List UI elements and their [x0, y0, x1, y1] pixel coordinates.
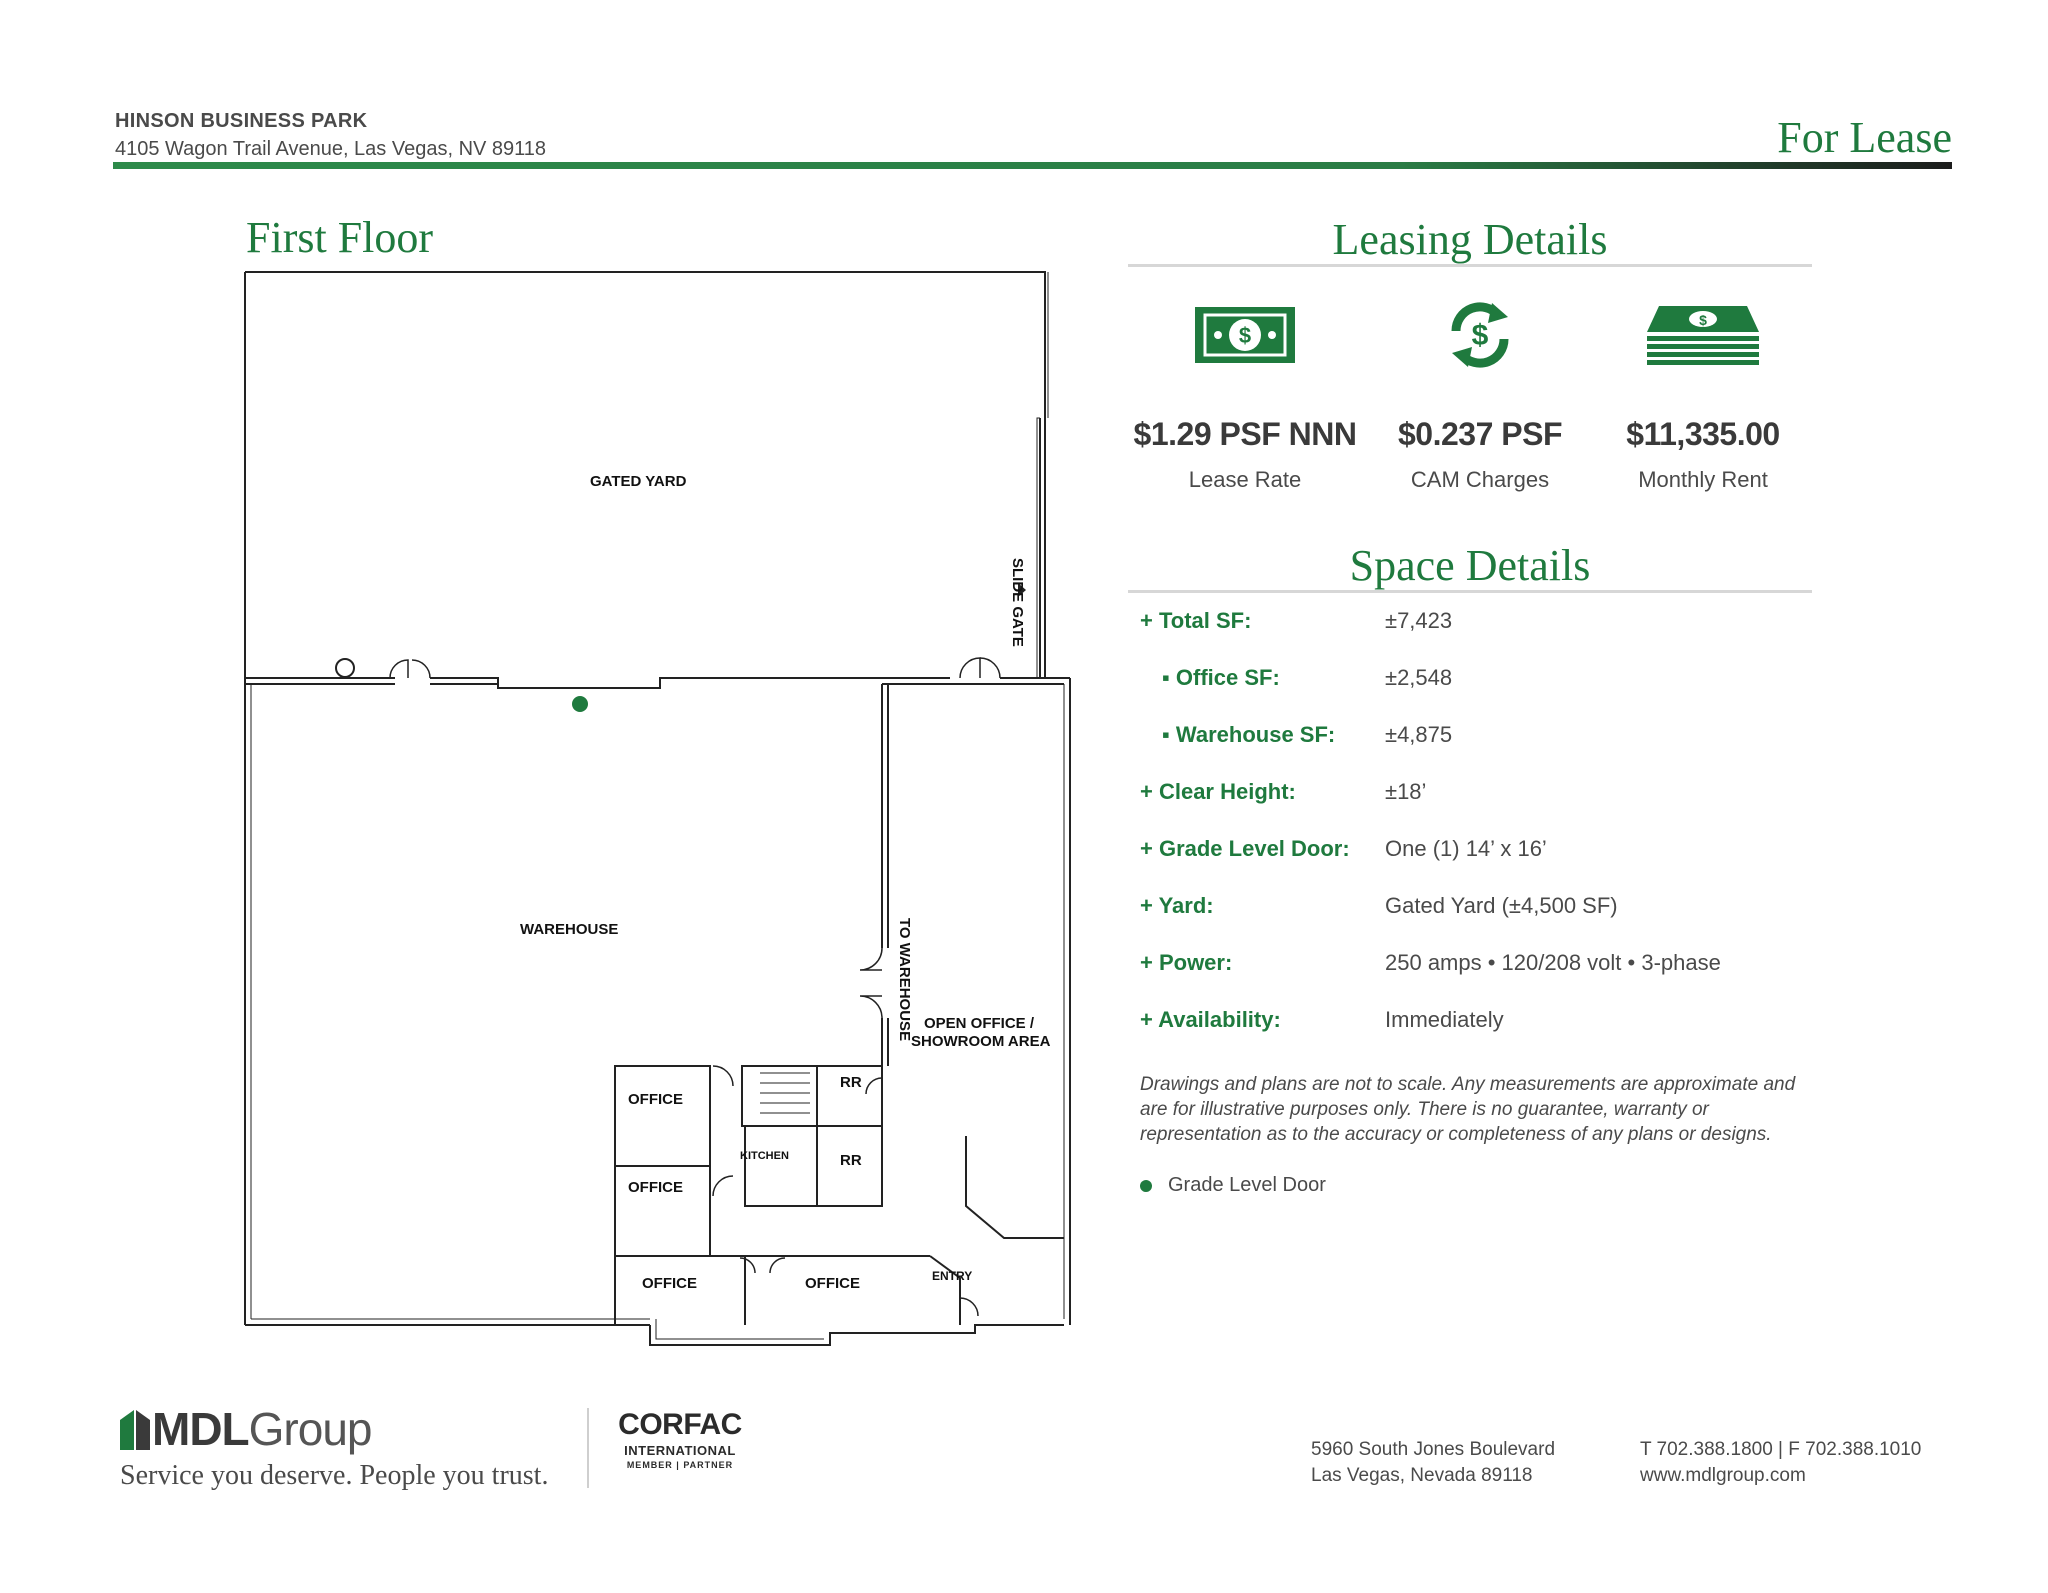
spec-label: + Clear Height: [1140, 779, 1296, 804]
space-details-rule [1128, 590, 1812, 593]
lease-rate-label: Lease Rate [1188, 467, 1302, 492]
office-label-1: OFFICE [628, 1091, 683, 1108]
for-lease-tag: For Lease [1777, 113, 1952, 162]
leasing-details-rule [1128, 264, 1812, 267]
property-name: HINSON BUSINESS PARK [115, 110, 368, 132]
legend-label: Grade Level Door [1168, 1174, 1326, 1196]
spec-value: ±4,875 [1385, 722, 1453, 747]
money-stack-icon: $ [1647, 306, 1759, 365]
footer-divider [587, 1408, 589, 1488]
cam-charges-block: $ $0.237 PSF CAM Charges [1360, 290, 1600, 493]
gated-yard-label: GATED YARD [590, 473, 687, 490]
monthly-rent-value: $11,335.00 [1626, 416, 1780, 452]
grade-level-door-marker [572, 696, 588, 712]
space-details-title: Space Details [1349, 541, 1591, 590]
floor-plan-title: First Floor [246, 213, 434, 262]
spec-value: One (1) 14’ x 16’ [1385, 836, 1547, 861]
website-link[interactable]: www.mdlgroup.com [1640, 1465, 1806, 1486]
office-contact: T 702.388.1800 | F 702.388.1010 www.mdlg… [1640, 1437, 1921, 1489]
leasing-details-title: Leasing Details [1332, 215, 1608, 264]
office-address: 5960 South Jones Boulevard Las Vegas, Ne… [1311, 1437, 1555, 1489]
corfac-logo: CORFAC INTERNATIONAL MEMBER | PARTNER [618, 1408, 742, 1471]
open-office-label-1: OPEN OFFICE / [924, 1015, 1035, 1032]
corfac-member: MEMBER | PARTNER [626, 1460, 734, 1470]
address-line-1: 5960 South Jones Boulevard [1311, 1439, 1556, 1460]
corfac-name: CORFAC [618, 1408, 742, 1441]
to-warehouse-label: TO WAREHOUSE [896, 918, 913, 1041]
monthly-rent-block: $ $11,335.00 Monthly Rent [1583, 290, 1823, 493]
lease-rate-block: $ $1.29 PSF NNN Lease Rate [1125, 290, 1365, 493]
svg-text:$: $ [1699, 312, 1707, 328]
dollar-bill-icon: $ [1195, 307, 1295, 363]
entry-label: ENTRY [932, 1269, 972, 1283]
open-office-label-2: SHOWROOM AREA [911, 1033, 1051, 1050]
property-address: 4105 Wagon Trail Avenue, Las Vegas, NV 8… [115, 138, 547, 160]
spec-label: + Total SF: [1140, 608, 1252, 633]
spec-value: Immediately [1385, 1007, 1504, 1032]
rr-label-1: RR [840, 1074, 862, 1091]
spec-value: Gated Yard (±4,500 SF) [1385, 893, 1618, 918]
brand-light: Group [248, 1403, 373, 1455]
tagline: Service you deserve. People you trust. [120, 1460, 549, 1491]
mdl-group-logo: MDLGroup [118, 1406, 372, 1452]
office-label-3: OFFICE [642, 1275, 697, 1292]
spec-label: + Availability: [1140, 1007, 1281, 1032]
cam-charges-value: $0.237 PSF [1398, 416, 1563, 452]
office-label-2: OFFICE [628, 1179, 683, 1196]
office-label-4: OFFICE [805, 1275, 860, 1292]
floor-plan-drawing: GATED YARD SLIDE GATE WAREHOUSE TO WAREH… [244, 271, 1071, 1346]
svg-text:$: $ [1239, 323, 1251, 348]
rr-label-2: RR [840, 1152, 862, 1169]
dollar-cycle-icon: $ [1451, 302, 1509, 368]
spec-label: + Grade Level Door: [1140, 836, 1350, 861]
warehouse-label: WAREHOUSE [520, 921, 618, 938]
legend: Grade Level Door [1140, 1174, 1326, 1197]
lease-rate-value: $1.29 PSF NNN [1133, 416, 1357, 452]
mdl-building-icon [120, 1410, 150, 1450]
svg-text:$: $ [1472, 319, 1489, 352]
cam-charges-label: CAM Charges [1410, 467, 1550, 492]
monthly-rent-label: Monthly Rent [1638, 467, 1768, 492]
spec-label: ▪ Office SF: [1162, 665, 1280, 690]
kitchen-label: KITCHEN [740, 1150, 789, 1162]
spec-value: ±7,423 [1385, 608, 1453, 633]
spec-label: + Yard: [1140, 893, 1214, 918]
legend-dot-icon [1140, 1179, 1152, 1192]
corfac-international: INTERNATIONAL [624, 1443, 736, 1458]
address-line-2: Las Vegas, Nevada 89118 [1311, 1465, 1533, 1486]
slide-gate-label: SLIDE GATE [1009, 558, 1026, 647]
header-rule [113, 162, 1952, 169]
spec-label: + Power: [1140, 950, 1233, 975]
phone-fax: T 702.388.1800 | F 702.388.1010 [1640, 1439, 1922, 1460]
spec-value: ±2,548 [1385, 665, 1453, 690]
plan-disclaimer: Drawings and plans are not to scale. Any… [1140, 1074, 1796, 1145]
brand-bold: MDL [152, 1403, 250, 1455]
spec-label: ▪ Warehouse SF: [1162, 722, 1336, 747]
spec-value: ±18’ [1385, 779, 1427, 804]
spec-value: 250 amps • 120/208 volt • 3-phase [1385, 950, 1721, 975]
